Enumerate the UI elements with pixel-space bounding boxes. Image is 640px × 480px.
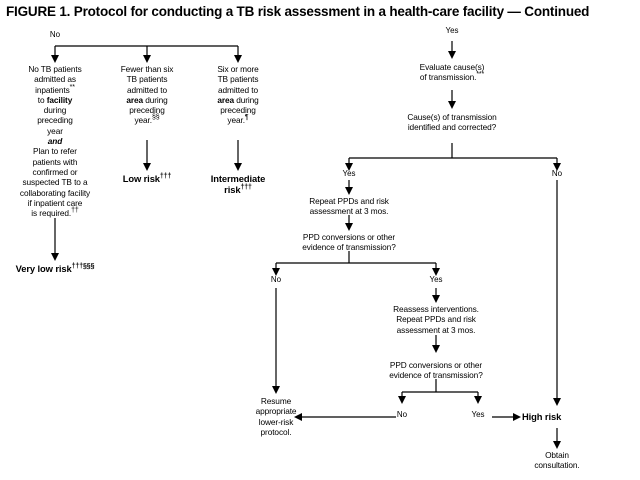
node-fewer-than-six: Fewer than six TB patients admitted to a… bbox=[105, 64, 189, 126]
node-line: year bbox=[47, 125, 63, 136]
footnote-marker: †† bbox=[71, 207, 79, 215]
node-evaluate-causes: Evaluate cause(s) of transmission.*** bbox=[392, 62, 512, 83]
branch-label-top-left-no: No bbox=[49, 30, 61, 39]
footnote-marker: *** bbox=[476, 71, 485, 79]
node-line: area during bbox=[126, 94, 168, 105]
node-cause-identified-question: Cause(s) of transmission identified and … bbox=[379, 112, 525, 133]
node-line: Resume bbox=[260, 396, 292, 406]
node-line: evidence of transmission? bbox=[302, 242, 396, 253]
node-line: Intermediate bbox=[210, 173, 266, 184]
node-line: inpatients** bbox=[35, 83, 75, 95]
node-line: preceding bbox=[37, 115, 73, 126]
node-line: is required.†† bbox=[31, 207, 79, 219]
emphasis-area: area bbox=[217, 94, 234, 105]
node-line: appropriate bbox=[255, 406, 297, 417]
node-line: No TB patients bbox=[28, 64, 82, 74]
branch-label-cause-no: No bbox=[551, 169, 563, 178]
node-line: Evaluate cause(s) bbox=[419, 62, 485, 72]
node-line: collaborating facility bbox=[19, 187, 91, 198]
emphasis-facility: facility bbox=[46, 94, 73, 105]
node-resume-lower-risk-protocol: Resume appropriate lower-risk protocol. bbox=[241, 396, 311, 437]
node-line: preceding bbox=[220, 105, 256, 116]
branch-label-ppd1-yes: Yes bbox=[429, 275, 443, 284]
node-line: year.¶ bbox=[227, 114, 249, 126]
node-line: PPD conversions or other bbox=[389, 360, 483, 370]
outcome-very-low-risk: Very low risk†††§§§ bbox=[15, 262, 95, 274]
node-reassess-interventions: Reassess interventions. Repeat PPDs and … bbox=[374, 304, 498, 335]
node-line: area during bbox=[217, 94, 259, 105]
node-line: Repeat PPDs and risk bbox=[396, 314, 476, 325]
figure-title: FIGURE 1. Protocol for conducting a TB r… bbox=[6, 4, 590, 19]
node-line: suspected TB to a bbox=[22, 177, 88, 188]
node-line: identified and corrected? bbox=[407, 122, 497, 133]
node-line: year.§§ bbox=[134, 114, 160, 126]
node-line: Plan to refer bbox=[33, 146, 77, 157]
node-line: protocol. bbox=[260, 426, 292, 437]
node-line: assessment at 3 mos. bbox=[309, 206, 389, 217]
node-line: consultation. bbox=[534, 460, 580, 471]
node-line: Cause(s) of transmission bbox=[407, 112, 497, 122]
node-obtain-consultation: Obtain consultation. bbox=[512, 450, 602, 471]
outcome-intermediate-risk: Intermediate risk††† bbox=[198, 173, 278, 195]
node-line: Reassess interventions. bbox=[393, 304, 479, 314]
footnote-marker: ††† bbox=[240, 183, 252, 191]
node-line: preceding bbox=[129, 105, 165, 116]
footnote-marker: †††§§§ bbox=[71, 262, 95, 270]
node-line: Six or more bbox=[217, 64, 259, 74]
footnote-marker: ¶ bbox=[244, 114, 249, 122]
node-line: admitted as bbox=[34, 74, 76, 85]
branch-label-top-right-yes: Yes bbox=[445, 26, 459, 35]
emphasis-area: area bbox=[126, 94, 143, 105]
branch-label-ppd2-yes: Yes bbox=[471, 410, 485, 419]
node-ppd-conversions-question-2: PPD conversions or other evidence of tra… bbox=[368, 360, 504, 381]
node-line: admitted to bbox=[218, 84, 258, 95]
node-repeat-ppds-1: Repeat PPDs and risk assessment at 3 mos… bbox=[287, 196, 411, 217]
branch-label-cause-yes: Yes bbox=[342, 169, 356, 178]
outcome-low-risk: Low risk††† bbox=[122, 172, 172, 184]
footnote-marker: ††† bbox=[159, 172, 172, 180]
node-line: PPD conversions or other bbox=[302, 232, 396, 242]
node-no-tb-patients: No TB patients admitted as inpatients** … bbox=[5, 64, 105, 218]
node-line: if inpatient care bbox=[27, 197, 83, 208]
node-line: admitted to bbox=[127, 84, 167, 95]
node-line: confirmed or bbox=[32, 166, 78, 177]
node-line: of transmission.*** bbox=[419, 71, 485, 83]
node-line: Fewer than six bbox=[120, 64, 174, 74]
footnote-marker: ** bbox=[69, 83, 75, 91]
footnote-marker: §§ bbox=[151, 114, 160, 122]
node-line: lower-risk bbox=[258, 416, 294, 427]
node-line: risk††† bbox=[224, 183, 252, 195]
node-line-and: and bbox=[47, 136, 63, 147]
node-line: assessment at 3 mos. bbox=[396, 324, 476, 335]
node-line: Repeat PPDs and risk bbox=[309, 196, 389, 206]
branch-label-ppd1-no: No bbox=[270, 275, 282, 284]
node-line: Obtain bbox=[545, 450, 569, 460]
node-line: TB patients bbox=[126, 74, 168, 85]
node-line: TB patients bbox=[217, 74, 259, 85]
node-line: evidence of transmission? bbox=[389, 370, 483, 381]
node-line: to facility bbox=[37, 94, 73, 105]
node-ppd-conversions-question-1: PPD conversions or other evidence of tra… bbox=[281, 232, 417, 253]
outcome-high-risk: High risk bbox=[522, 411, 562, 422]
node-six-or-more: Six or more TB patients admitted to area… bbox=[196, 64, 280, 126]
node-line: patients with bbox=[32, 156, 78, 167]
branch-label-ppd2-no: No bbox=[396, 410, 408, 419]
node-line: during bbox=[43, 105, 67, 116]
